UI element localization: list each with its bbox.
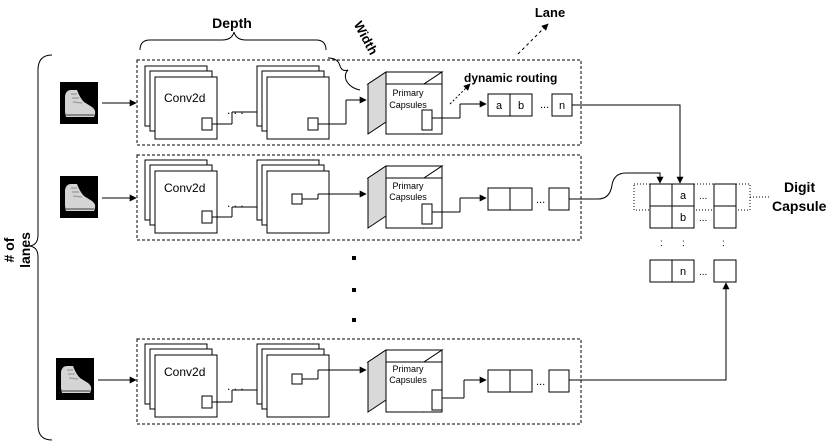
svg-text:Capsules: Capsules xyxy=(389,375,427,385)
svg-text:...: ... xyxy=(536,376,545,388)
lane-arrow xyxy=(517,23,549,55)
lane-3-box xyxy=(136,338,582,425)
lane-2-input-image xyxy=(59,175,99,219)
lane-2-conv-stack-2 xyxy=(256,159,330,234)
svg-text:...: ... xyxy=(699,213,707,224)
lane-3-conv-stack: Conv2d xyxy=(144,343,218,418)
svg-text:b: b xyxy=(680,212,686,224)
depth-label: Depth xyxy=(212,15,252,31)
svg-text:b: b xyxy=(518,100,524,112)
lane-1-primary-capsules: Primary Capsules xyxy=(366,71,444,135)
num-lanes-label-1: # of xyxy=(1,237,17,262)
lane-1-input-image xyxy=(59,81,99,125)
lane-1-conv-label: Conv2d xyxy=(164,91,205,105)
svg-text:. . .: . . . xyxy=(227,379,244,393)
lane-3-conv-stack-2 xyxy=(256,343,330,418)
lane-3-capsule-vector: ... xyxy=(487,369,570,393)
svg-text:Capsules: Capsules xyxy=(389,192,427,202)
svg-text:n: n xyxy=(680,266,686,278)
lane-2-box xyxy=(136,154,582,241)
svg-text:Capsules: Capsules xyxy=(389,100,427,110)
svg-text:a: a xyxy=(680,190,687,202)
width-brace xyxy=(327,57,361,91)
lane-3-primary-capsules: Primary Capsules xyxy=(366,349,444,413)
lane-1: Conv2d . . . Primary Capsules dynam xyxy=(59,59,684,184)
dynamic-routing-label: dynamic routing xyxy=(464,71,557,85)
svg-text:...: ... xyxy=(540,99,549,111)
lane-2-conv-label: Conv2d xyxy=(164,181,205,195)
lane-1-box xyxy=(136,59,582,146)
svg-text:...: ... xyxy=(699,267,707,278)
svg-text:a: a xyxy=(496,100,503,112)
lane-3-conv-label: Conv2d xyxy=(164,365,205,379)
lane-3-input-image xyxy=(55,357,95,401)
svg-text:. . .: . . . xyxy=(227,103,244,117)
svg-text:Primary: Primary xyxy=(393,364,424,374)
lane-1-capsule-vector: a b ... n xyxy=(487,93,573,117)
lane-2-capsule-vector: ... xyxy=(487,187,570,211)
svg-text::: : xyxy=(660,238,663,249)
digit-capsule-grid: a ... b ... : : : n ... xyxy=(633,183,770,283)
digit-capsule-label-1: Digit xyxy=(784,179,815,195)
lane-2-primary-capsules: Primary Capsules xyxy=(366,165,444,229)
lane-1-conv-stack: Conv2d xyxy=(144,65,218,140)
digit-capsule-label-2: Capsule xyxy=(772,198,827,214)
lanes-ellipsis xyxy=(352,256,356,322)
dynamic-routing-arrow xyxy=(449,83,471,105)
svg-text::: : xyxy=(682,238,685,249)
lanes-brace xyxy=(27,54,53,441)
svg-text:...: ... xyxy=(699,191,707,202)
svg-text:Primary: Primary xyxy=(393,88,424,98)
svg-text::: : xyxy=(722,238,725,249)
lane-label: Lane xyxy=(535,5,565,20)
lane-3: Conv2d . . . Primary Capsules xyxy=(55,282,730,425)
depth-brace xyxy=(139,31,327,51)
num-lanes-label-2: lanes xyxy=(17,232,33,268)
width-label: Width xyxy=(351,18,381,57)
svg-text:. . .: . . . xyxy=(227,196,244,210)
svg-text:...: ... xyxy=(536,194,545,206)
lane-2-conv-stack: Conv2d xyxy=(144,159,218,234)
lane-2: Conv2d . . . Primary Capsules xyxy=(59,154,664,241)
svg-text:Primary: Primary xyxy=(393,181,424,191)
svg-text:n: n xyxy=(559,100,565,112)
lane-1-conv-stack-2 xyxy=(256,65,330,140)
